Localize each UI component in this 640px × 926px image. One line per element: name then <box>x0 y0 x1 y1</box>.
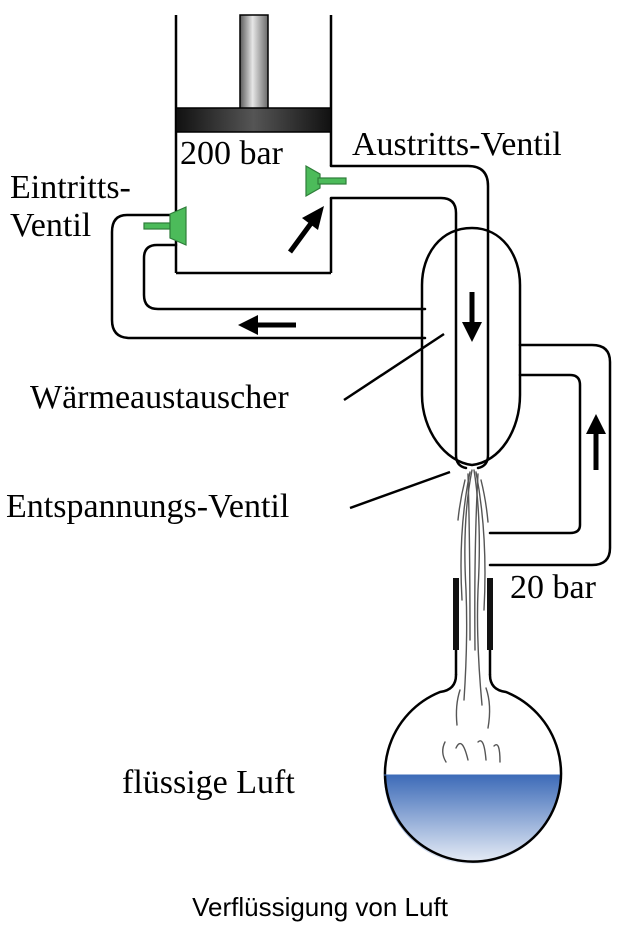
outlet-valve-label: Austritts-Ventil <box>352 126 562 163</box>
pressure-low-label: 20 bar <box>510 569 597 606</box>
heat-exchanger-label: Wärmeaustauscher <box>30 379 289 416</box>
dewar-flask <box>383 673 563 864</box>
flow-arrow-left <box>238 315 296 335</box>
expansion-valve-label: Entspannungs-Ventil <box>6 488 289 525</box>
flow-arrow-up <box>586 414 606 470</box>
heat-exchanger <box>420 226 522 467</box>
low-pressure-loop-outer <box>488 343 612 567</box>
expansion-valve-leader <box>349 470 451 510</box>
outlet-pipe-inner <box>329 196 468 470</box>
pressure-high-label: 200 bar <box>180 135 284 172</box>
inlet-valve-label-line1: Eintritts- <box>10 169 131 206</box>
flow-arrow-up-left <box>287 206 324 254</box>
liquid-air-label: flüssige Luft <box>122 764 295 801</box>
piston-rod <box>239 14 269 111</box>
outlet-pipe-outer <box>329 164 490 470</box>
low-pressure-loop-inner <box>488 373 582 535</box>
liquid-air-fill <box>384 775 560 864</box>
flow-arrow-down <box>462 292 482 342</box>
piston <box>175 107 332 133</box>
figure-caption: Verflüssigung von Luft <box>192 892 449 922</box>
return-pipe-inner <box>142 243 427 311</box>
outlet-valve <box>305 164 347 198</box>
inlet-valve-label-line2: Ventil <box>10 207 91 244</box>
return-pipe-outer <box>110 213 427 340</box>
inlet-valve <box>143 206 187 246</box>
expansion-spray <box>442 469 501 763</box>
flask-neck <box>453 578 493 675</box>
heat-exchanger-leader <box>343 332 445 402</box>
